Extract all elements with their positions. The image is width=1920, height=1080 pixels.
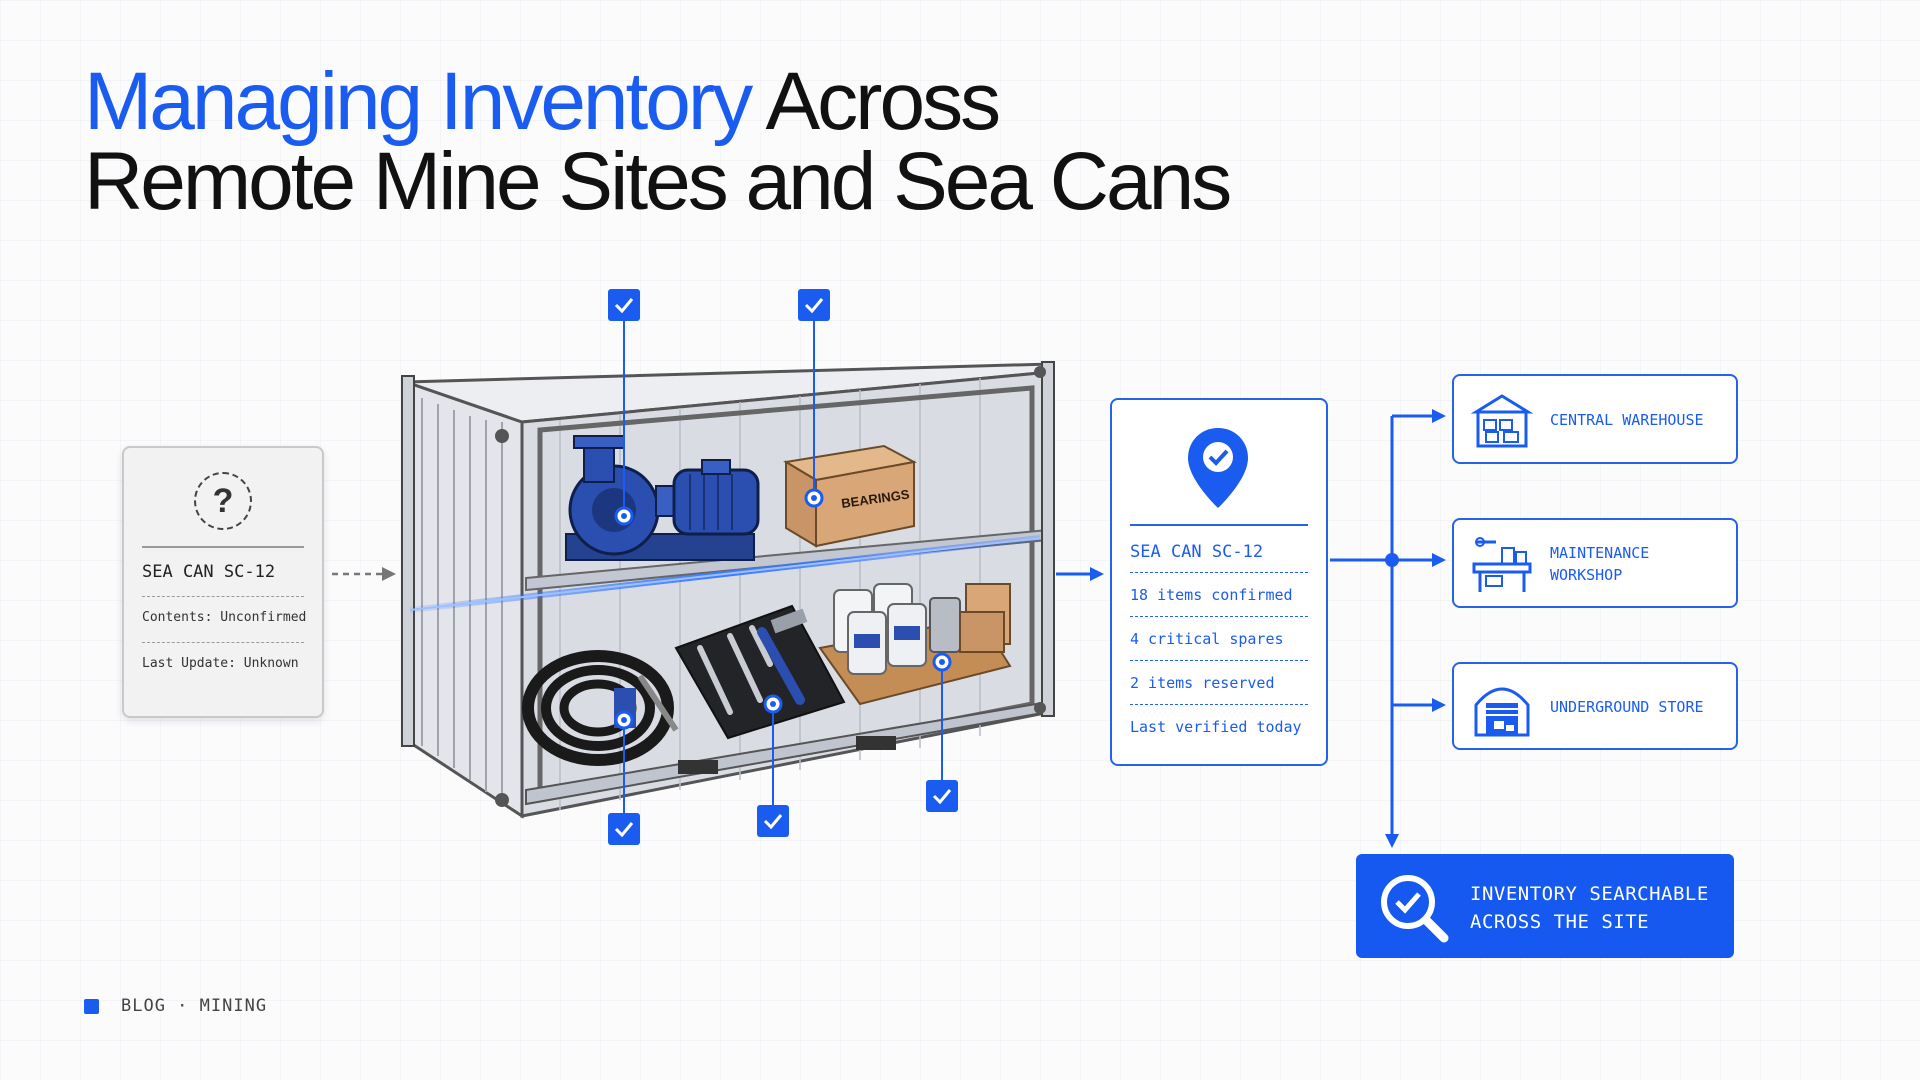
check-badge-icon: [926, 780, 958, 812]
footer-square-icon: [84, 998, 99, 1014]
title-accent: Managing Inventory: [84, 56, 753, 147]
card-divider: [1130, 704, 1308, 705]
card-divider: [1130, 660, 1308, 661]
item-marker: [763, 694, 783, 714]
search-check-icon: [1381, 875, 1449, 943]
pump-icon: [565, 435, 760, 561]
check-badge-icon: [798, 289, 830, 321]
distribution-connectors: [1330, 409, 1446, 848]
question-icon: ?: [194, 472, 252, 530]
confirm-arrow: [1056, 567, 1104, 581]
items-reserved: 2 items reserved: [1130, 674, 1275, 692]
searchable-line: ACROSS THE SITE: [1470, 911, 1650, 933]
card-divider: [1130, 572, 1308, 573]
destination-label: CENTRAL WAREHOUSE: [1550, 411, 1704, 429]
item-callouts: [608, 289, 958, 845]
warehouse-icon: [1470, 394, 1534, 448]
card-divider: [142, 596, 304, 597]
item-marker: [932, 652, 952, 672]
check-badge-icon: [757, 805, 789, 837]
destination-label-line: MAINTENANCE: [1550, 544, 1650, 562]
inventory-searchable-badge: INVENTORY SEARCHABLE ACROSS THE SITE: [1356, 854, 1734, 958]
confirmed-sea-can-card: SEA CAN SC-12 18 items confirmed 4 criti…: [1110, 398, 1328, 766]
unknown-card-contents: Contents: Unconfirmed: [142, 610, 307, 625]
footer-text: BLOG · MINING: [121, 996, 268, 1016]
card-divider: [142, 642, 304, 643]
chemical-pallet-icon: [818, 583, 1012, 706]
check-badge-icon: [608, 813, 640, 845]
items-confirmed: 18 items confirmed: [1130, 586, 1293, 604]
workshop-icon: [1472, 537, 1532, 592]
item-marker: [614, 710, 634, 730]
footer-tag: BLOG · MINING: [84, 996, 267, 1016]
destination-maintenance-workshop: MAINTENANCE WORKSHOP: [1452, 518, 1738, 608]
unknown-card-title: SEA CAN SC-12: [142, 562, 276, 582]
card-divider: [142, 546, 304, 548]
unknown-sea-can-card: ? SEA CAN SC-12 Contents: Unconfirmed La…: [122, 446, 324, 718]
unknown-card-last-update: Last Update: Unknown: [142, 656, 299, 671]
searchable-line: INVENTORY SEARCHABLE: [1470, 883, 1709, 905]
destination-label-line: WORKSHOP: [1550, 566, 1623, 584]
destination-central-warehouse: CENTRAL WAREHOUSE: [1452, 374, 1738, 464]
underground-store-icon: [1474, 687, 1530, 737]
sea-can-container-illustration: BEARINGS: [401, 361, 1055, 819]
location-check-icon: [1188, 428, 1248, 508]
critical-spares: 4 critical spares: [1130, 630, 1284, 648]
page-title: Managing Inventory Across Remote Mine Si…: [84, 61, 1232, 227]
dashed-arrow: [332, 567, 396, 581]
title-rest: Across: [750, 56, 1001, 147]
destination-label: UNDERGROUND STORE: [1550, 698, 1704, 716]
title-line2: Remote Mine Sites and Sea Cans: [84, 136, 1232, 227]
item-marker: [804, 488, 824, 508]
check-badge-icon: [608, 289, 640, 321]
confirmed-card-title: SEA CAN SC-12: [1130, 542, 1264, 562]
item-marker: [614, 506, 634, 526]
bearings-box-icon: BEARINGS: [783, 444, 917, 548]
searchable-text: INVENTORY SEARCHABLE ACROSS THE SITE: [1470, 880, 1720, 936]
destination-underground-store: UNDERGROUND STORE: [1452, 662, 1738, 750]
tool-tray-icon: [674, 604, 846, 740]
card-divider: [1130, 616, 1308, 617]
card-divider: [1130, 524, 1308, 526]
last-verified: Last verified today: [1130, 718, 1302, 736]
destination-label: MAINTENANCE WORKSHOP: [1550, 542, 1649, 586]
